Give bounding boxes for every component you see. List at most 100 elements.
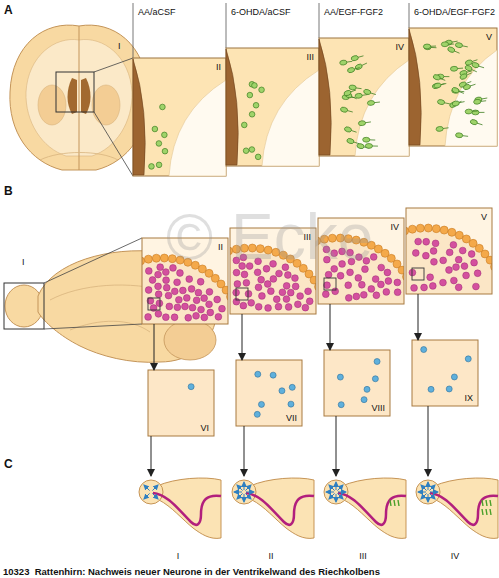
neuron-dot bbox=[240, 302, 247, 309]
connector-arrow bbox=[336, 416, 337, 476]
mitral-cell bbox=[455, 231, 463, 239]
panel-numeral: IV bbox=[395, 42, 404, 52]
new-neuron bbox=[358, 120, 366, 126]
column-divider bbox=[409, 3, 410, 28]
radial-migration-arrow bbox=[329, 493, 335, 499]
mitral-cell bbox=[448, 228, 456, 236]
column-divider bbox=[226, 3, 227, 48]
new-neuron bbox=[156, 141, 162, 147]
detail-zoom bbox=[412, 340, 478, 406]
box-border bbox=[406, 208, 492, 294]
panel-numeral: II bbox=[216, 62, 221, 72]
ventricle-wall bbox=[409, 29, 421, 145]
new-neuron bbox=[344, 126, 352, 133]
neuron-dot bbox=[297, 293, 304, 300]
neuron-dot bbox=[474, 270, 481, 277]
new-neuron bbox=[470, 119, 478, 126]
migratory-stream bbox=[430, 493, 498, 525]
radial-migration-arrow bbox=[245, 485, 251, 491]
labelled-cell bbox=[364, 386, 370, 392]
radial-migration-arrow bbox=[326, 492, 334, 493]
zoom-panel bbox=[226, 3, 319, 166]
labelled-cell bbox=[446, 386, 452, 392]
neuron-dot bbox=[162, 314, 169, 321]
zoom-line bbox=[44, 324, 142, 329]
olfactory-bulb bbox=[139, 480, 163, 504]
panel-numeral: III bbox=[320, 551, 406, 561]
bulb-section-box: II bbox=[142, 238, 228, 324]
new-neuron bbox=[363, 137, 370, 142]
neuron-dot bbox=[440, 279, 447, 286]
neuron-dot bbox=[182, 303, 189, 310]
neuron-dot bbox=[179, 287, 186, 294]
neuron-dot bbox=[305, 288, 312, 295]
panel-numeral: V bbox=[486, 32, 492, 42]
migratory-stream bbox=[153, 493, 221, 525]
neuron-dot bbox=[283, 282, 290, 289]
neuron-dot bbox=[273, 296, 280, 303]
column-header: AA/aCSF bbox=[138, 7, 176, 17]
new-neuron bbox=[255, 154, 261, 160]
zoom-frame bbox=[4, 283, 44, 329]
neuron-dot bbox=[450, 241, 457, 248]
labelled-cell bbox=[338, 402, 344, 408]
neuron-dot bbox=[383, 288, 390, 295]
panel-frame bbox=[409, 28, 497, 146]
radial-migration-arrow bbox=[144, 493, 150, 499]
radial-migration-arrow bbox=[237, 493, 243, 499]
striatum-tissue bbox=[262, 70, 319, 166]
neuron-dot bbox=[292, 275, 299, 282]
neuron-dot bbox=[453, 264, 460, 271]
radial-migration-arrow bbox=[237, 485, 243, 491]
new-neuron bbox=[354, 63, 363, 70]
neuron-dot bbox=[345, 282, 352, 289]
mitral-cell bbox=[416, 224, 424, 232]
panel-numeral: II bbox=[218, 242, 223, 252]
zoom-frame bbox=[56, 72, 94, 112]
panel-frame bbox=[226, 48, 319, 166]
box-frame bbox=[148, 370, 214, 436]
new-neuron-mark bbox=[482, 509, 483, 515]
brain-outline bbox=[157, 478, 221, 538]
neuron-dot bbox=[155, 283, 162, 290]
neuron-dot bbox=[245, 290, 252, 297]
neuron-dot bbox=[411, 284, 418, 291]
neuron-dot bbox=[283, 296, 290, 303]
striatum-tissue bbox=[169, 80, 226, 176]
panel-frame bbox=[319, 38, 409, 156]
neuron-dot bbox=[294, 301, 301, 308]
migration-scheme-drawing bbox=[416, 478, 498, 538]
labelled-cell bbox=[337, 374, 343, 380]
panel-numeral: IV bbox=[390, 222, 399, 232]
neuron-dot bbox=[233, 269, 240, 276]
new-neuron bbox=[156, 162, 162, 168]
radial-migration-arrow bbox=[430, 492, 438, 493]
neuron-dot bbox=[265, 305, 272, 312]
new-neuron bbox=[465, 109, 472, 114]
neuron-dot bbox=[415, 238, 422, 245]
tissue-contour bbox=[40, 153, 118, 161]
connector-arrow bbox=[428, 406, 429, 476]
neuron-dot bbox=[206, 288, 213, 295]
mitral-cell bbox=[408, 225, 416, 233]
neuron-dot bbox=[284, 272, 291, 279]
neuron-dot bbox=[421, 284, 428, 291]
neuron-dot bbox=[206, 301, 213, 308]
neuron-dot bbox=[165, 292, 172, 299]
neuron-dot bbox=[450, 277, 457, 284]
bulb-section-box: III bbox=[230, 228, 316, 314]
brain-outline bbox=[10, 25, 148, 170]
new-neuron bbox=[367, 100, 375, 106]
bulb-section-box: V bbox=[406, 208, 492, 294]
lateral-ventricle bbox=[68, 78, 78, 114]
neuron-dot bbox=[157, 264, 164, 271]
new-neuron bbox=[424, 45, 431, 50]
neuron-dot bbox=[198, 306, 205, 313]
labelled-cell bbox=[361, 397, 367, 403]
column-divider bbox=[133, 3, 134, 58]
neuron-dot bbox=[207, 309, 214, 316]
ventricle-wall bbox=[226, 49, 238, 165]
neuron-dot bbox=[189, 304, 196, 311]
